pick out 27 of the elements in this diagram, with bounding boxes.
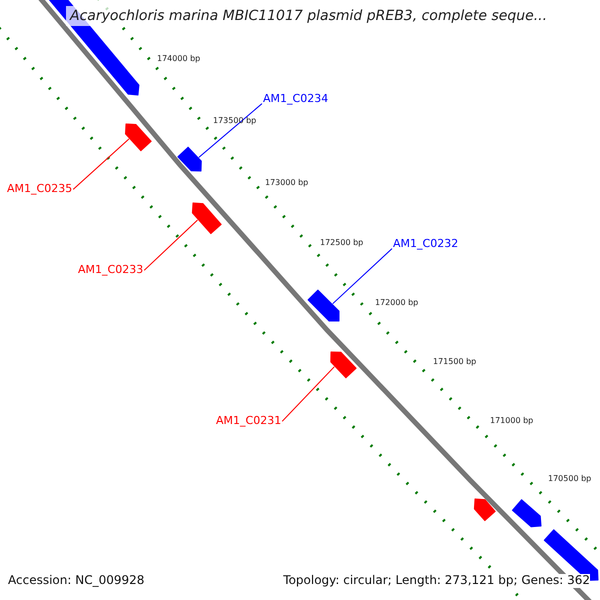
gene-block (330, 352, 357, 378)
leader-line (144, 220, 198, 271)
gene-block (192, 202, 222, 234)
scale-label: 173000 bp (265, 178, 308, 188)
scale-label: 171500 bp (433, 357, 476, 366)
gene-label: AM1_C0231 (216, 415, 282, 428)
leader-line (282, 366, 335, 422)
genome-info-text: Topology: circular; Length: 273,121 bp; Genes: 362 (283, 574, 590, 588)
gene-block (512, 499, 542, 528)
gene-label: AM1_C0233 (78, 264, 144, 277)
leader-line (198, 103, 262, 158)
leader-line (332, 248, 392, 304)
scale-label: 173500 bp (213, 116, 256, 126)
gene-label: AM1_C0234 (263, 93, 328, 106)
gene-block (177, 146, 202, 172)
accession-text: Accession: NC_009928 (8, 574, 144, 588)
scale-label: 174000 bp (157, 54, 200, 64)
gene-label: AM1_C0235 (7, 183, 72, 196)
scale-label: 170500 bp (548, 474, 592, 484)
leader-line (72, 138, 130, 190)
scale-label: 172500 bp (320, 238, 364, 248)
gene-block (474, 498, 496, 522)
gene-label: AM1_C0232 (393, 238, 458, 251)
scale-label: 171000 bp (490, 416, 534, 426)
scale-label: 172000 bp (375, 298, 418, 308)
gene-block (308, 290, 340, 322)
gene-block (125, 124, 152, 152)
